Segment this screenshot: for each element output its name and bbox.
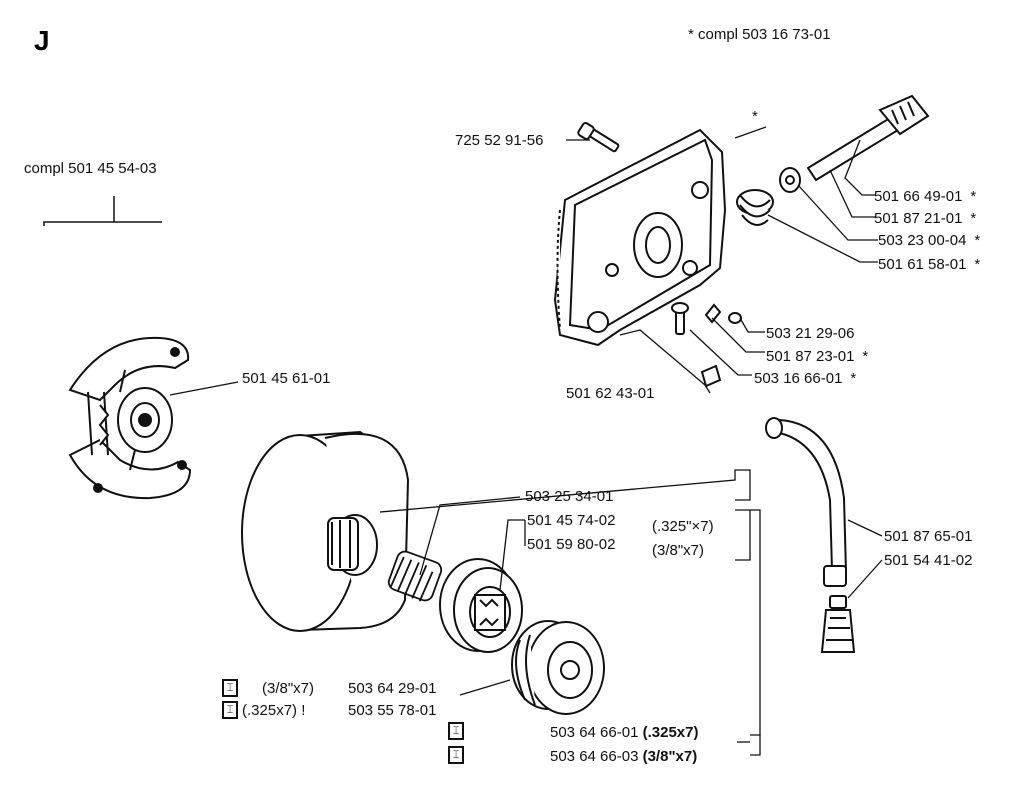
small-screws-drawing — [671, 302, 742, 388]
label-725-52-91-56: 725 52 91-56 — [455, 132, 544, 149]
pump-spring-drawing — [736, 189, 774, 226]
clutch-shoes-drawing — [68, 336, 192, 500]
label-503-25-34-01: 503 25 34-01 — [525, 488, 614, 505]
pump-piston-drawing — [806, 94, 930, 182]
pump-washer-drawing — [779, 167, 801, 193]
needle-bearing-drawing — [387, 550, 443, 602]
label-503-23-00-04: 503 23 00-04 * — [878, 232, 980, 250]
label-size-38x7: (3/8"x7) — [652, 542, 705, 559]
label-compl-clutch: compl 501 45 54-03 — [24, 160, 157, 177]
label-501-45-61-01: 501 45 61-01 — [242, 370, 331, 387]
oil-hose-drawing — [765, 417, 848, 587]
label-503-64-29-01: 503 64 29-01 — [348, 680, 437, 697]
pump-screw-drawing — [577, 122, 620, 153]
book-icon: ⌶ — [222, 679, 238, 697]
header-note: * compl 503 16 73-01 — [688, 26, 831, 43]
part-number: 503 64 66-03 — [550, 748, 639, 765]
size-bold: (3/8"x7) — [642, 748, 698, 765]
asterisk: * — [862, 348, 869, 365]
clutch-drum-drawing — [241, 430, 410, 632]
size-bold: (.325x7) — [642, 724, 699, 741]
pump-housing-asterisk: * — [752, 108, 758, 125]
asterisk: * — [970, 188, 977, 205]
label-503-55-78-01: 503 55 78-01 — [348, 702, 437, 719]
label-size-325x7: (.325"×7) — [652, 518, 714, 535]
part-number: 501 87 23-01 — [766, 348, 855, 365]
label-501-66-49-01: 501 66 49-01 * — [874, 188, 976, 206]
label-501-54-41-02: 501 54 41-02 — [884, 552, 973, 569]
part-number: 501 66 49-01 — [874, 188, 963, 205]
part-number: 501 61 58-01 — [878, 256, 967, 273]
part-number: 503 16 66-01 — [754, 370, 843, 387]
spur-sprocket-drawing — [439, 558, 523, 653]
label-501-87-65-01: 501 87 65-01 — [884, 528, 973, 545]
label-503-64-66-01: 503 64 66-01 (.325x7) — [550, 724, 698, 742]
label-501-87-23-01: 501 87 23-01 * — [766, 348, 868, 366]
part-number: 503 64 66-01 — [550, 724, 639, 741]
asterisk: * — [974, 232, 981, 249]
label-501-62-43-01: 501 62 43-01 — [566, 385, 655, 402]
book-icon: ⌶ — [222, 701, 238, 719]
book-icon: ⌶ — [448, 746, 464, 764]
part-number: 503 23 00-04 — [878, 232, 967, 249]
label-501-59-80-02: 501 59 80-02 — [527, 536, 616, 553]
part-number: 501 87 21-01 — [874, 210, 963, 227]
label-kit-38x7: (3/8"x7) — [262, 680, 315, 697]
label-501-87-21-01: 501 87 21-01 * — [874, 210, 976, 228]
page-letter: J — [34, 25, 50, 56]
rim-sprocket-drawing — [511, 620, 605, 715]
leader-lines — [169, 126, 883, 756]
label-501-45-74-02: 501 45 74-02 — [527, 512, 616, 529]
asterisk: * — [850, 370, 857, 387]
label-503-21-29-06: 503 21 29-06 — [766, 325, 855, 342]
label-503-64-66-03: 503 64 66-03 (3/8"x7) — [550, 748, 697, 766]
asterisk: * — [970, 210, 977, 227]
label-501-61-58-01: 501 61 58-01 * — [878, 256, 980, 274]
label-503-16-66-01: 503 16 66-01 * — [754, 370, 856, 388]
label-kit-325x7: (.325x7) ! — [242, 702, 306, 719]
asterisk: * — [974, 256, 981, 273]
book-icon: ⌶ — [448, 722, 464, 740]
clutch-assembly-bracket — [43, 196, 162, 226]
oil-filter-drawing — [820, 595, 856, 653]
oil-pump-housing-drawing — [553, 128, 727, 347]
